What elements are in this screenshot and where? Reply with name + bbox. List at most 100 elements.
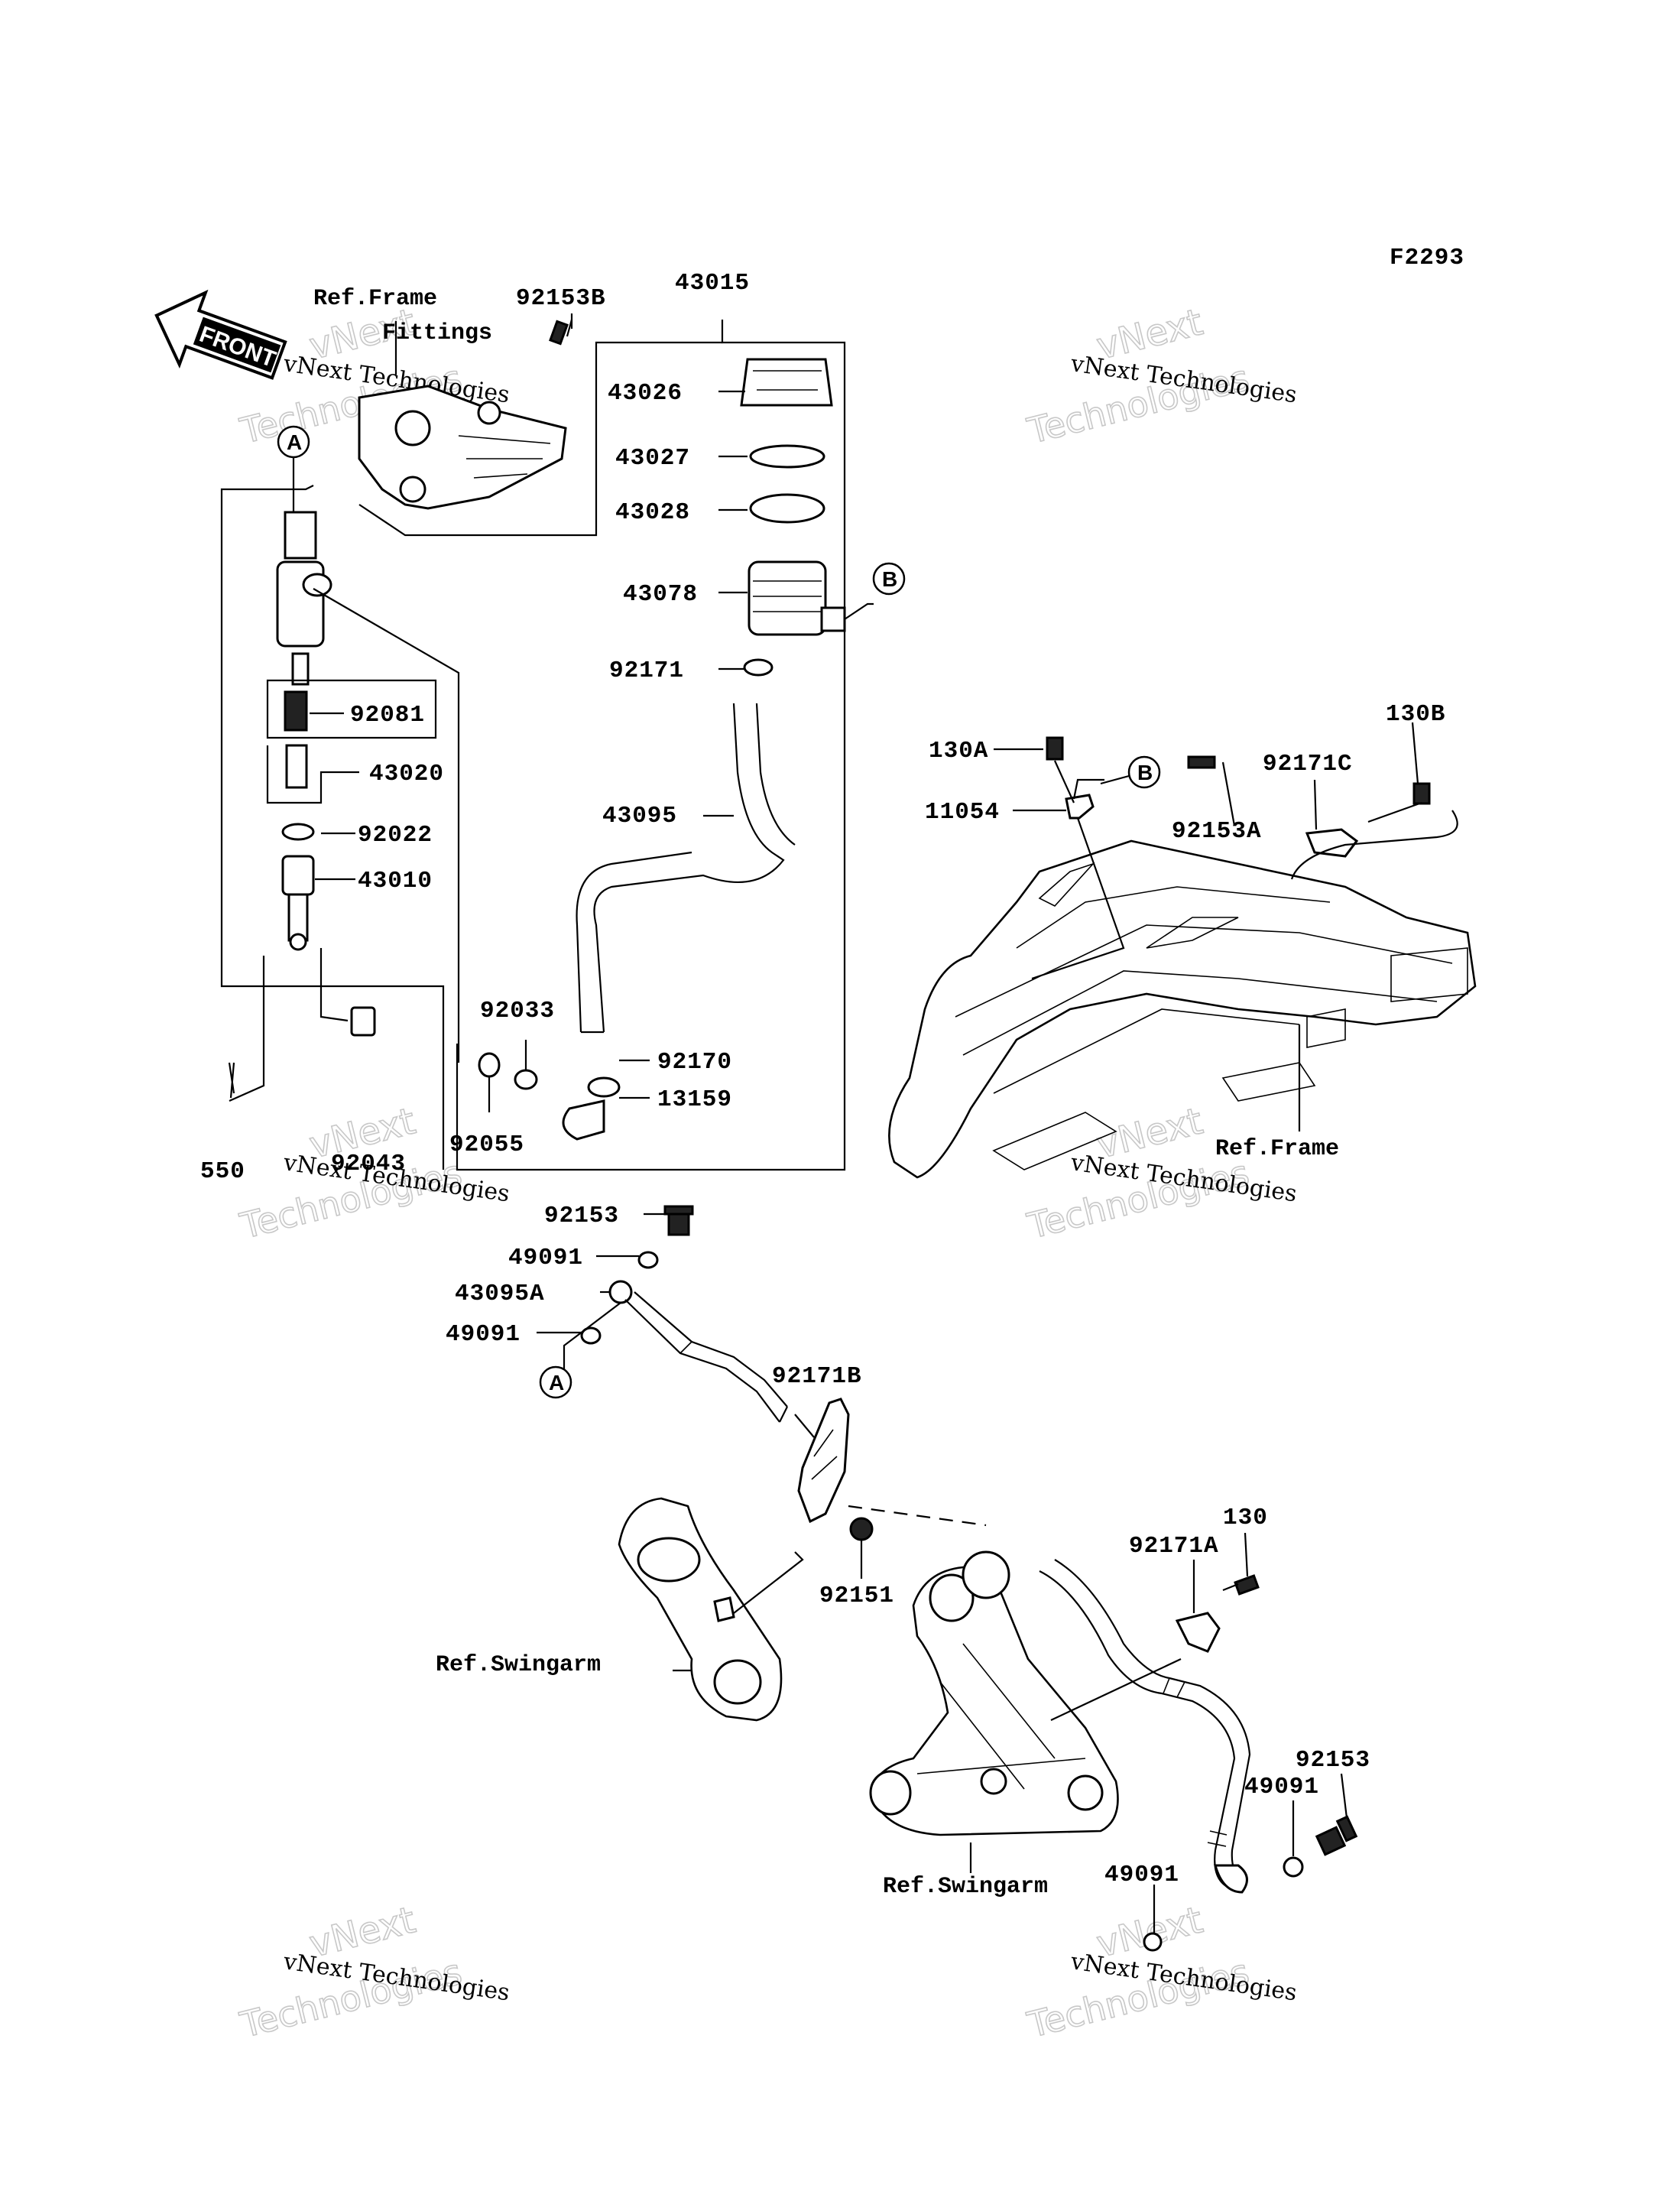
cap-43026 [740, 358, 833, 407]
bolt-130a [1046, 736, 1064, 761]
front-arrow-icon: FRONT [154, 289, 287, 380]
part-number: 43095A [455, 1281, 545, 1307]
part-number: 92033 [480, 998, 555, 1024]
svg-text:A: A [549, 1371, 564, 1394]
part-number: 92171B [772, 1363, 862, 1390]
piston-43020 [285, 744, 308, 789]
bracket-11054 [1065, 794, 1095, 820]
swingarm-right-pivot-3 [1067, 1774, 1104, 1811]
part-number: 43026 [608, 380, 683, 407]
diaphragm-43028 [749, 493, 825, 524]
lower-brake-line-group [537, 1205, 1358, 1952]
part-number: 43078 [623, 581, 698, 608]
swingarm-left-bore [637, 1537, 701, 1583]
part-number: 49091 [508, 1245, 583, 1271]
circlip-92033 [514, 1069, 538, 1090]
part-number: 92153 [1296, 1747, 1370, 1774]
washer-49091-lower [580, 1326, 602, 1345]
reservoir-tab [820, 606, 846, 632]
part-number: 43020 [369, 761, 444, 787]
pushrod-rod [287, 893, 309, 942]
callout-b-right: B [872, 562, 906, 596]
bolt-92153b [549, 320, 569, 346]
bolt-130b [1412, 782, 1431, 805]
part-number: 130A [929, 738, 988, 765]
banjo-43095a [608, 1280, 633, 1304]
fitting-13159 [562, 1099, 605, 1141]
part-number: 43095 [602, 803, 677, 830]
frame-body [888, 839, 1477, 1179]
cylinder-port [302, 573, 332, 597]
part-number: 49091 [446, 1321, 521, 1348]
part-number: 92022 [358, 822, 433, 849]
banjo-bolt-head [663, 1205, 694, 1216]
part-number: 11054 [925, 799, 1000, 826]
part-number: 92151 [819, 1583, 894, 1609]
part-number: 43027 [615, 445, 690, 472]
oring-92055 [478, 1052, 501, 1078]
part-number: 92171 [609, 657, 684, 684]
ref-frame-fittings-line1: Ref.Frame [313, 286, 437, 312]
svg-text:B: B [882, 567, 897, 591]
part-number: 92043 [331, 1151, 406, 1177]
clamp-92171 [743, 658, 774, 677]
callout-a-bottom: A [539, 1365, 572, 1399]
watermark-top-right: vNext Technologies vNext Technologies [1023, 300, 1299, 453]
assembly-box-top [358, 341, 722, 537]
cotter-pin-550 [228, 1062, 235, 1099]
watermark-bottom-left: vNext Technologies vNext Technologies [235, 1898, 511, 2047]
nut-92151 [849, 1517, 874, 1541]
clamp-92171c [1305, 828, 1359, 858]
diaphragm-plate-43027 [749, 444, 825, 469]
part-number: 13159 [657, 1086, 732, 1113]
part-number: 130 [1223, 1505, 1268, 1531]
part-number-labels: 92153B 43015 43026 43027 43028 43078 921… [200, 270, 1445, 1888]
swingarm-right-part [870, 1566, 1119, 1836]
bolt-130 [1234, 1574, 1260, 1596]
bolt-92153-head [1335, 1815, 1358, 1842]
bracket-boss [477, 401, 501, 425]
cylinder-top [284, 511, 317, 560]
screw-92153a [1187, 755, 1216, 769]
assembly-box-right [456, 320, 846, 1171]
callout-a-top: A [277, 425, 310, 459]
leader-lines-top [266, 313, 874, 1112]
bracket-boss [394, 410, 431, 446]
bracket-92171b [797, 1398, 850, 1524]
part-number: 92171A [1129, 1533, 1219, 1560]
banjo-lower [1214, 1864, 1248, 1894]
part-number: 92055 [449, 1131, 524, 1158]
pushrod-43010 [281, 855, 315, 896]
washer-49091-upper [637, 1251, 659, 1269]
part-number: 92081 [350, 702, 425, 729]
clamp-92171a [1175, 1612, 1221, 1653]
washer-49091-right [1283, 1856, 1304, 1878]
watermark-mid-right: vNext Technologies vNext Technologies [1023, 1099, 1299, 1248]
bracket-part [358, 385, 567, 510]
ref-swingarm-right: Ref.Swingarm [883, 1874, 1048, 1900]
ref-swingarm-left: Ref.Swingarm [436, 1652, 601, 1678]
part-number: 43028 [615, 499, 690, 526]
part-number: 49091 [1104, 1862, 1179, 1888]
bracket-ribs [458, 435, 551, 479]
cylinder-lower [291, 652, 310, 686]
swingarm-left-tab [713, 1596, 735, 1622]
reservoir-43078 [748, 560, 827, 636]
part-number: 92171C [1263, 751, 1353, 778]
svg-text:A: A [287, 430, 302, 454]
swingarm-right-bore [929, 1573, 975, 1622]
pushrod-clevis [289, 933, 307, 951]
part-number: 92153 [544, 1203, 619, 1229]
watermark-bottom-right: vNext Technologies vNext Technologies [1023, 1898, 1299, 2047]
swingarm-left-pivot [713, 1659, 762, 1705]
seal-92022 [281, 823, 315, 841]
ref-frame-fittings-line2: Fittings [382, 320, 492, 346]
assembly-box-left [220, 485, 445, 1170]
part-number: 92153A [1172, 818, 1262, 845]
ref-frame: Ref.Frame [1215, 1136, 1339, 1162]
frame-group [888, 722, 1477, 1179]
swingarm-right-bore-2 [962, 1550, 1010, 1599]
part-number: 49091 [1244, 1774, 1319, 1800]
callout-b-frame: B [1127, 755, 1161, 789]
part-number: 92153B [516, 285, 606, 312]
